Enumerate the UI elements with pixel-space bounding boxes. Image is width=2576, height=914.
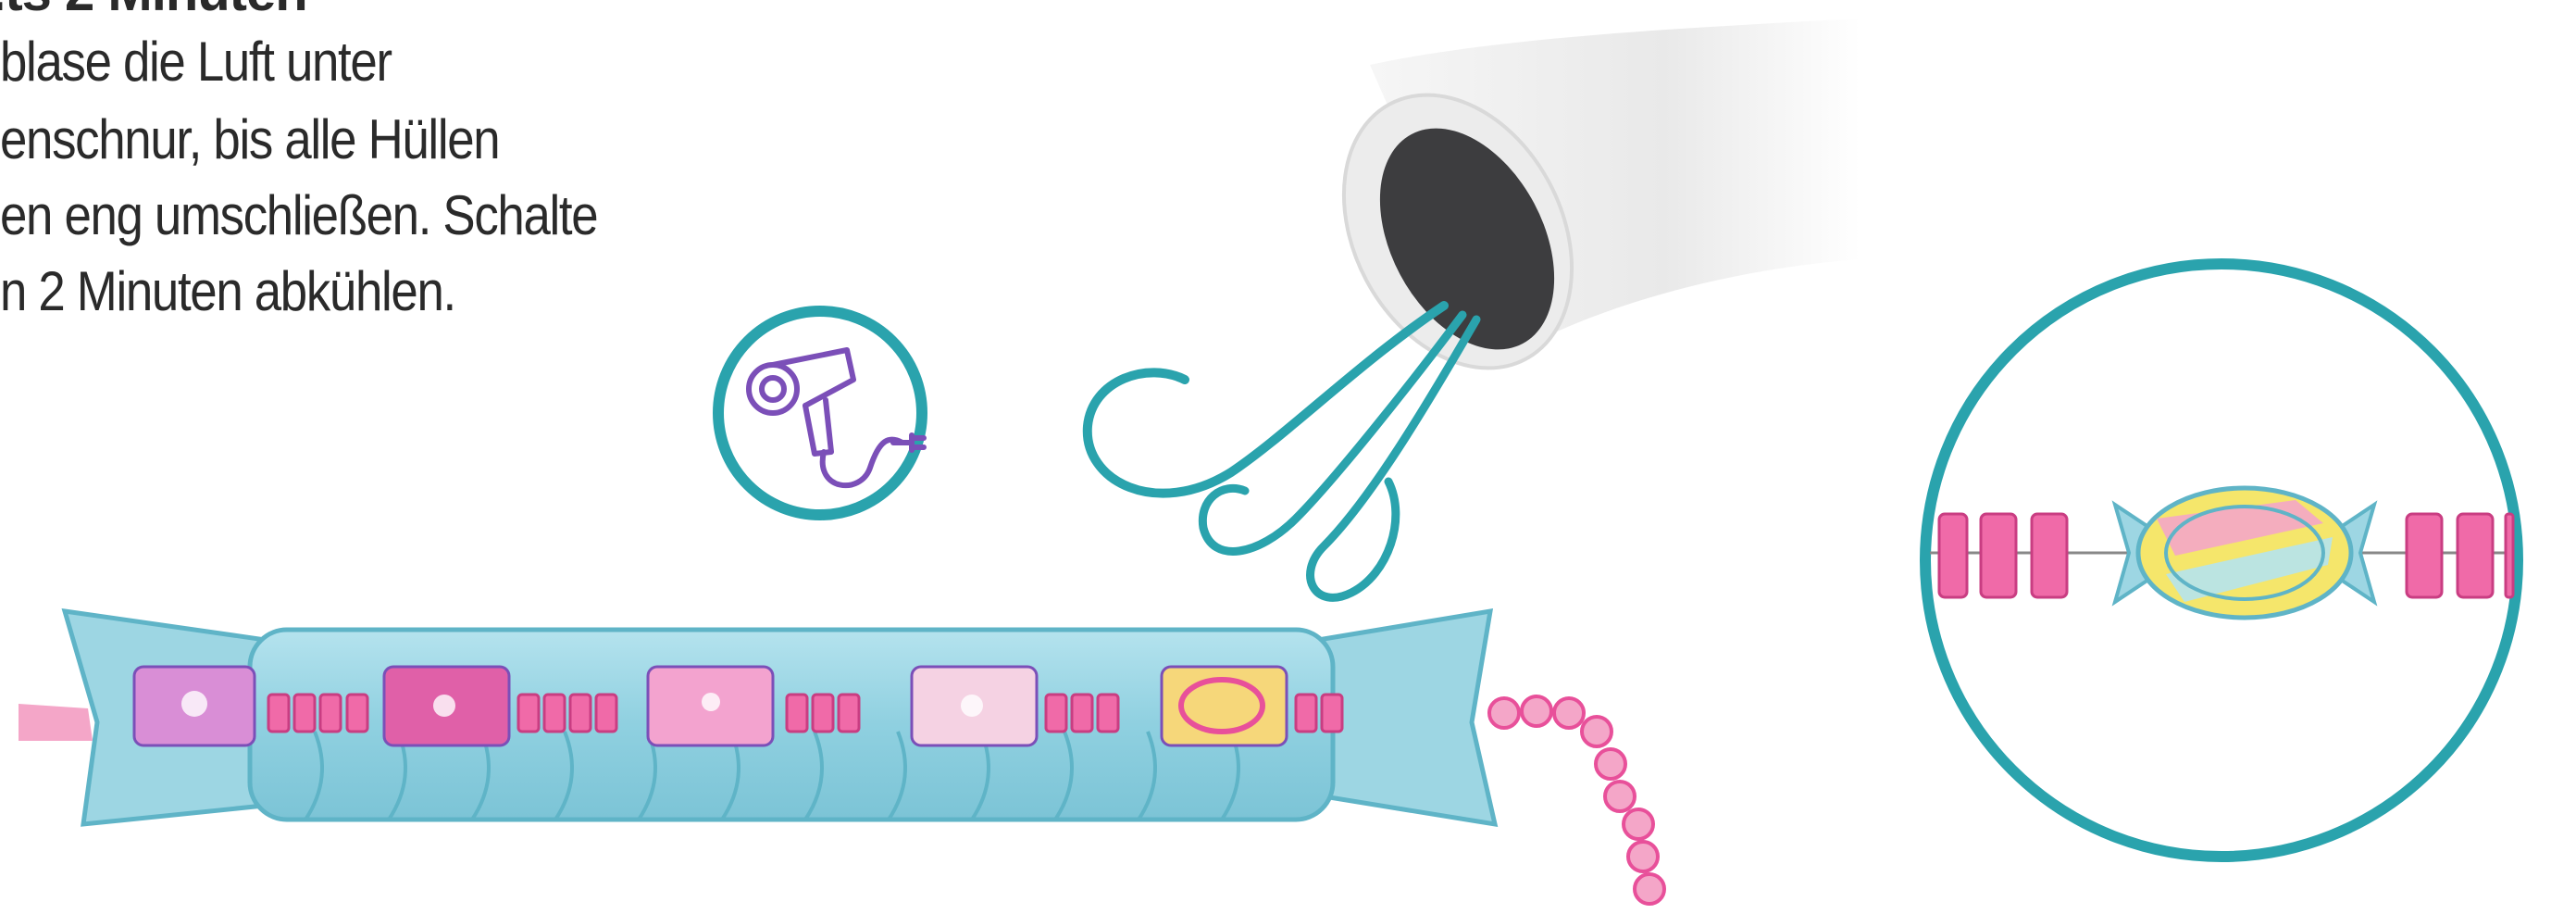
bead-strand [1489, 696, 1664, 904]
candy-wrapper-tube [19, 611, 1495, 824]
hair-dryer-icon [718, 311, 924, 515]
air-stream-icon [1088, 306, 1476, 597]
zoom-detail-circle [1925, 264, 2518, 857]
